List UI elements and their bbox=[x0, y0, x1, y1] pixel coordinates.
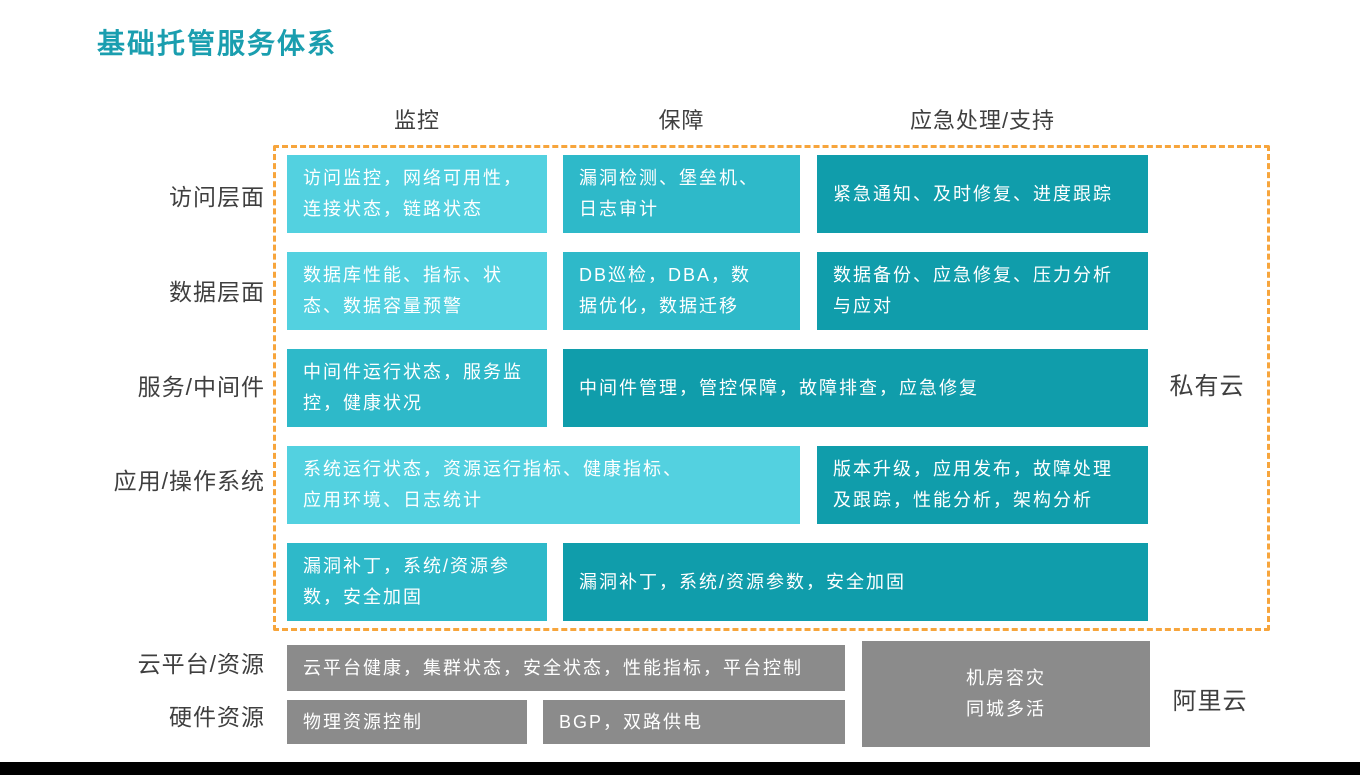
cell-data-monitoring: 数据库性能、指标、状 态、数据容量预警 bbox=[287, 252, 547, 330]
cell-access-emergency: 紧急通知、及时修复、进度跟踪 bbox=[817, 155, 1148, 233]
cell-data-assurance: DB巡检，DBA，数 据优化，数据迁移 bbox=[563, 252, 800, 330]
cell-app-emergency: 版本升级，应用发布，故障处理 及跟踪，性能分析，架构分析 bbox=[817, 446, 1148, 524]
row-label-data-layer: 数据层面 bbox=[169, 279, 265, 305]
row-label-access-layer: 访问层面 bbox=[169, 184, 265, 210]
column-header-emergency-support: 应急处理/支持 bbox=[909, 108, 1056, 133]
cell-security-monitoring: 漏洞补丁，系统/资源参 数，安全加固 bbox=[287, 543, 547, 621]
cell-app-monitoring: 系统运行状态，资源运行指标、健康指标、 应用环境、日志统计 bbox=[287, 446, 800, 524]
column-header-monitoring: 监控 bbox=[393, 108, 440, 133]
cell-middleware-assurance-emergency: 中间件管理，管控保障，故障排查，应急修复 bbox=[563, 349, 1148, 427]
cell-access-monitoring: 访问监控，网络可用性， 连接状态，链路状态 bbox=[287, 155, 547, 233]
cell-hardware-power: BGP，双路供电 bbox=[543, 700, 845, 744]
private-cloud-dashed-border bbox=[273, 145, 1270, 631]
row-label-cloud-platform-resources: 云平台/资源 bbox=[137, 651, 265, 677]
cell-access-assurance: 漏洞检测、堡垒机、 日志审计 bbox=[563, 155, 800, 233]
cell-data-emergency: 数据备份、应急修复、压力分析 与应对 bbox=[817, 252, 1148, 330]
cell-hardware-physical: 物理资源控制 bbox=[287, 700, 527, 744]
column-header-assurance: 保障 bbox=[658, 108, 705, 133]
row-label-service-middleware: 服务/中间件 bbox=[137, 374, 265, 400]
cell-cloud-platform: 云平台健康，集群状态，安全状态，性能指标，平台控制 bbox=[287, 645, 845, 691]
page-title: 基础托管服务体系 bbox=[97, 28, 338, 59]
row-label-app-os: 应用/操作系统 bbox=[113, 468, 265, 494]
cell-middleware-monitoring: 中间件运行状态，服务监 控，健康状况 bbox=[287, 349, 547, 427]
bottom-black-bar bbox=[0, 762, 1360, 775]
cell-security-assurance-emergency: 漏洞补丁，系统/资源参数，安全加固 bbox=[563, 543, 1148, 621]
zone-label-private-cloud: 私有云 bbox=[1169, 373, 1245, 400]
zone-label-alibaba-cloud: 阿里云 bbox=[1172, 688, 1248, 715]
row-label-hardware-resources: 硬件资源 bbox=[169, 704, 265, 730]
cell-disaster-recovery: 机房容灾 同城多活 bbox=[862, 641, 1150, 747]
